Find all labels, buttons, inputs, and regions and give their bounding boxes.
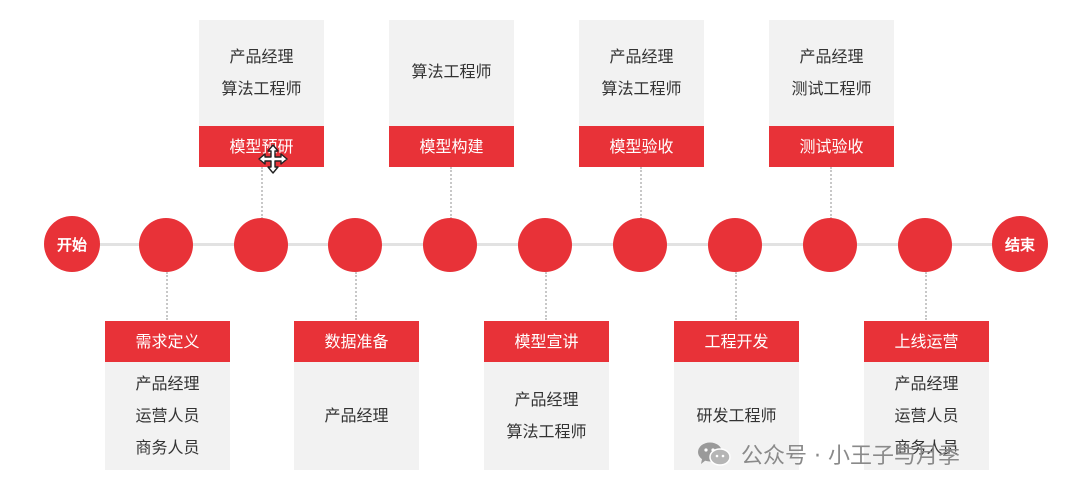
- bottom-card-engineering: 工程开发 研发工程师: [674, 321, 799, 470]
- connector: [925, 272, 927, 320]
- step-node: [708, 218, 762, 272]
- connector: [450, 167, 452, 219]
- stage-label: 测试验收: [769, 126, 894, 167]
- stage-label: 需求定义: [105, 321, 230, 362]
- role-label: 产品经理: [229, 47, 294, 66]
- role-label: 算法工程师: [601, 79, 682, 98]
- step-node: [803, 218, 857, 272]
- card-roles: 产品经理: [294, 362, 419, 470]
- stage-label: 工程开发: [674, 321, 799, 362]
- card-roles: 产品经理 算法工程师: [579, 20, 704, 126]
- connector: [640, 167, 642, 219]
- step-node: [613, 218, 667, 272]
- stage-label: 数据准备: [294, 321, 419, 362]
- connector: [166, 272, 168, 320]
- role-label: 运营人员: [894, 406, 959, 425]
- top-card-model-acceptance: 产品经理 算法工程师 模型验收: [579, 20, 704, 167]
- step-node: [518, 218, 572, 272]
- end-label: 结束: [1004, 235, 1035, 254]
- role-label: 产品经理: [514, 390, 579, 409]
- stage-label: 模型构建: [389, 126, 514, 167]
- role-label: 商务人员: [135, 438, 200, 457]
- connector: [261, 167, 263, 219]
- role-label: 产品经理: [135, 374, 200, 393]
- step-node: [328, 218, 382, 272]
- card-roles: 产品经理 运营人员 商务人员: [864, 362, 989, 470]
- start-label: 开始: [56, 235, 87, 254]
- watermark: 公众号 · 小王子与月季: [697, 438, 960, 470]
- card-roles: 研发工程师: [674, 362, 799, 470]
- role-label: 商务人员: [894, 438, 959, 457]
- top-card-model-build: 算法工程师 模型构建: [389, 20, 514, 167]
- step-node: [234, 218, 288, 272]
- bottom-card-data-prep: 数据准备 产品经理: [294, 321, 419, 470]
- role-label: 算法工程师: [506, 422, 587, 441]
- role-label: 测试工程师: [791, 79, 872, 98]
- card-roles: 产品经理 算法工程师: [484, 362, 609, 470]
- step-node: [423, 218, 477, 272]
- connector: [735, 272, 737, 320]
- connector: [355, 272, 357, 320]
- bottom-card-requirements: 需求定义 产品经理 运营人员 商务人员: [105, 321, 230, 470]
- role-label: 产品经理: [799, 47, 864, 66]
- stage-label: 模型验收: [579, 126, 704, 167]
- wechat-icon: [697, 441, 731, 467]
- move-cursor-icon: [258, 144, 288, 178]
- role-label: 算法工程师: [221, 79, 302, 98]
- role-label: 产品经理: [894, 374, 959, 393]
- watermark-text: 公众号 · 小王子与月季: [741, 444, 960, 469]
- bottom-card-model-briefing: 模型宣讲 产品经理 算法工程师: [484, 321, 609, 470]
- role-label: 算法工程师: [411, 62, 492, 81]
- end-node: 结束: [992, 216, 1048, 272]
- role-label: 产品经理: [609, 47, 674, 66]
- step-node: [898, 218, 952, 272]
- connector: [830, 167, 832, 219]
- connector: [545, 272, 547, 320]
- step-node: [139, 218, 193, 272]
- top-card-model-research: 产品经理 算法工程师 模型预研: [199, 20, 324, 167]
- stage-label: 上线运营: [864, 321, 989, 362]
- role-label: 产品经理: [324, 406, 389, 425]
- card-roles: 产品经理 运营人员 商务人员: [105, 362, 230, 470]
- stage-label: 模型宣讲: [484, 321, 609, 362]
- card-roles: 算法工程师: [389, 20, 514, 126]
- card-roles: 产品经理 算法工程师: [199, 20, 324, 126]
- role-label: 研发工程师: [696, 406, 777, 425]
- start-node: 开始: [44, 216, 100, 272]
- bottom-card-operations: 上线运营 产品经理 运营人员 商务人员: [864, 321, 989, 470]
- role-label: 运营人员: [135, 406, 200, 425]
- card-roles: 产品经理 测试工程师: [769, 20, 894, 126]
- top-card-test-acceptance: 产品经理 测试工程师 测试验收: [769, 20, 894, 167]
